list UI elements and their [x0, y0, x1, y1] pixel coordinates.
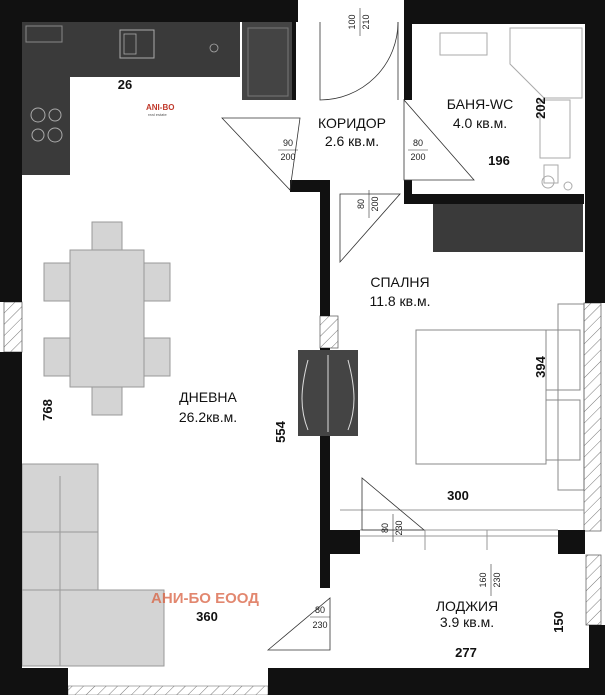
- living-sill-hatch: [67, 685, 269, 695]
- dim-loggia-width: 277: [455, 645, 477, 660]
- room-area-bedroom: 11.8 кв.м.: [369, 293, 430, 309]
- bed: [415, 303, 585, 491]
- svg-text:160: 160: [478, 572, 488, 587]
- bathroom-fixtures: [439, 27, 583, 191]
- svg-text:100: 100: [347, 14, 357, 29]
- wardrobe: [433, 204, 583, 252]
- svg-text:80: 80: [356, 199, 366, 209]
- svg-text:80: 80: [413, 138, 423, 148]
- bedroom-partition-hatch: [319, 315, 339, 349]
- door-dim-bedroom: 80 200: [356, 190, 380, 218]
- svg-text:200: 200: [410, 152, 425, 162]
- room-area-loggia: 3.9 кв.м.: [440, 614, 494, 630]
- dining-table-set: [43, 221, 171, 416]
- dim-loggia-height: 150: [551, 611, 566, 633]
- company-logo: ANI-BO real estate: [146, 103, 174, 117]
- window-loggia: [585, 554, 602, 626]
- fridge: [242, 22, 294, 100]
- sliding-door-leaves: [301, 355, 355, 432]
- room-area-bathroom: 4.0 кв.м.: [453, 115, 507, 131]
- door-swings: [221, 21, 475, 651]
- svg-text:230: 230: [394, 520, 404, 535]
- logo-name: ANI-BO: [146, 103, 174, 112]
- svg-text:80: 80: [380, 523, 390, 533]
- door-dim-loggia-window: 160 230: [478, 564, 502, 596]
- dim-bedroom-height: 394: [533, 355, 548, 377]
- room-name-bathroom: БАНЯ-WC: [447, 96, 513, 112]
- dim-bath-width: 196: [488, 153, 510, 168]
- door-dim-corridor-right: 80 200: [408, 138, 428, 162]
- room-name-living: ДНЕВНА: [179, 389, 237, 405]
- dim-bath-height: 202: [533, 97, 548, 119]
- door-dim-entrance: 100 210: [347, 8, 371, 36]
- room-area-living: 26.2кв.м.: [179, 409, 237, 425]
- window-bedroom-right: [583, 302, 602, 532]
- door-dim-corridor-left: 90 200: [278, 138, 298, 162]
- svg-text:230: 230: [312, 620, 327, 630]
- door-dim-bedroom-loggia: 80 230: [380, 514, 404, 542]
- sofa: [21, 463, 165, 667]
- dim-living-height: 768: [40, 399, 55, 421]
- brand-watermark: АНИ-БО ЕООД: [151, 590, 259, 607]
- window-left: [3, 301, 23, 353]
- svg-text:90: 90: [283, 138, 293, 148]
- dim-kitchen-top: 26: [118, 77, 132, 92]
- dim-living-width: 360: [196, 609, 218, 624]
- kitchen-counter: [22, 22, 240, 175]
- svg-text:200: 200: [370, 196, 380, 211]
- room-name-loggia: ЛОДЖИЯ: [436, 598, 498, 614]
- room-name-corridor: КОРИДОР: [318, 115, 386, 131]
- room-name-bedroom: СПАЛНЯ: [370, 274, 429, 290]
- svg-text:210: 210: [361, 14, 371, 29]
- logo-subtitle: real estate: [148, 112, 167, 117]
- dim-wall-height: 554: [273, 420, 288, 442]
- room-area-corridor: 2.6 кв.м.: [325, 133, 379, 149]
- door-dim-living-loggia: 80 230: [310, 605, 330, 630]
- svg-text:200: 200: [280, 152, 295, 162]
- dim-bedroom-width: 300: [447, 488, 469, 503]
- svg-text:230: 230: [492, 572, 502, 587]
- svg-text:80: 80: [315, 605, 325, 615]
